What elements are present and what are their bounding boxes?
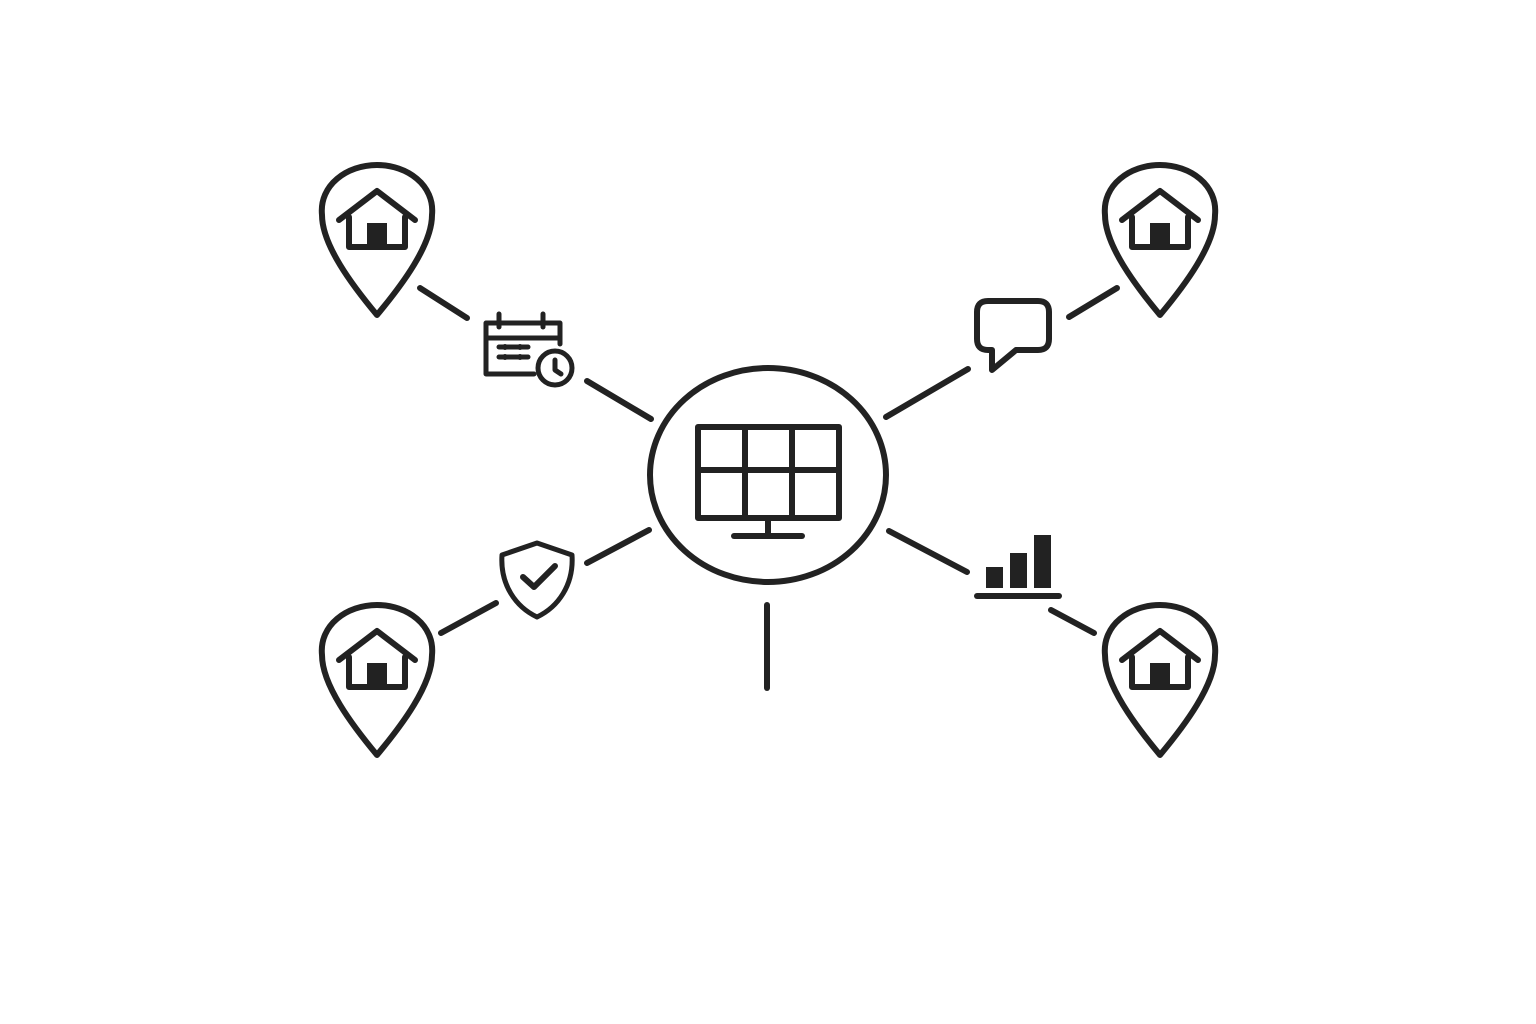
calendar-clock-icon bbox=[483, 311, 575, 388]
home-location-pin-icon[interactable] bbox=[1105, 165, 1215, 315]
hub-circle bbox=[647, 365, 889, 585]
hub bbox=[647, 365, 889, 585]
connector-lines bbox=[417, 285, 1120, 691]
connector-line bbox=[584, 378, 654, 422]
connector-line bbox=[1066, 285, 1120, 320]
home-location-pin-icon[interactable] bbox=[322, 165, 432, 315]
home-location-pin-icon[interactable] bbox=[1105, 605, 1215, 755]
connector-line bbox=[438, 600, 499, 636]
connector-line bbox=[883, 366, 971, 420]
connector-line bbox=[584, 527, 652, 566]
connector-line bbox=[886, 528, 970, 575]
home-location-pin-icon[interactable] bbox=[322, 605, 432, 755]
connector-line bbox=[1048, 607, 1097, 636]
chat-bubble-icon bbox=[974, 298, 1052, 373]
bar-chart-icon bbox=[974, 535, 1062, 599]
shield-check-icon bbox=[499, 540, 575, 620]
connector-line bbox=[417, 285, 470, 321]
monitor-grid-icon bbox=[695, 424, 842, 539]
